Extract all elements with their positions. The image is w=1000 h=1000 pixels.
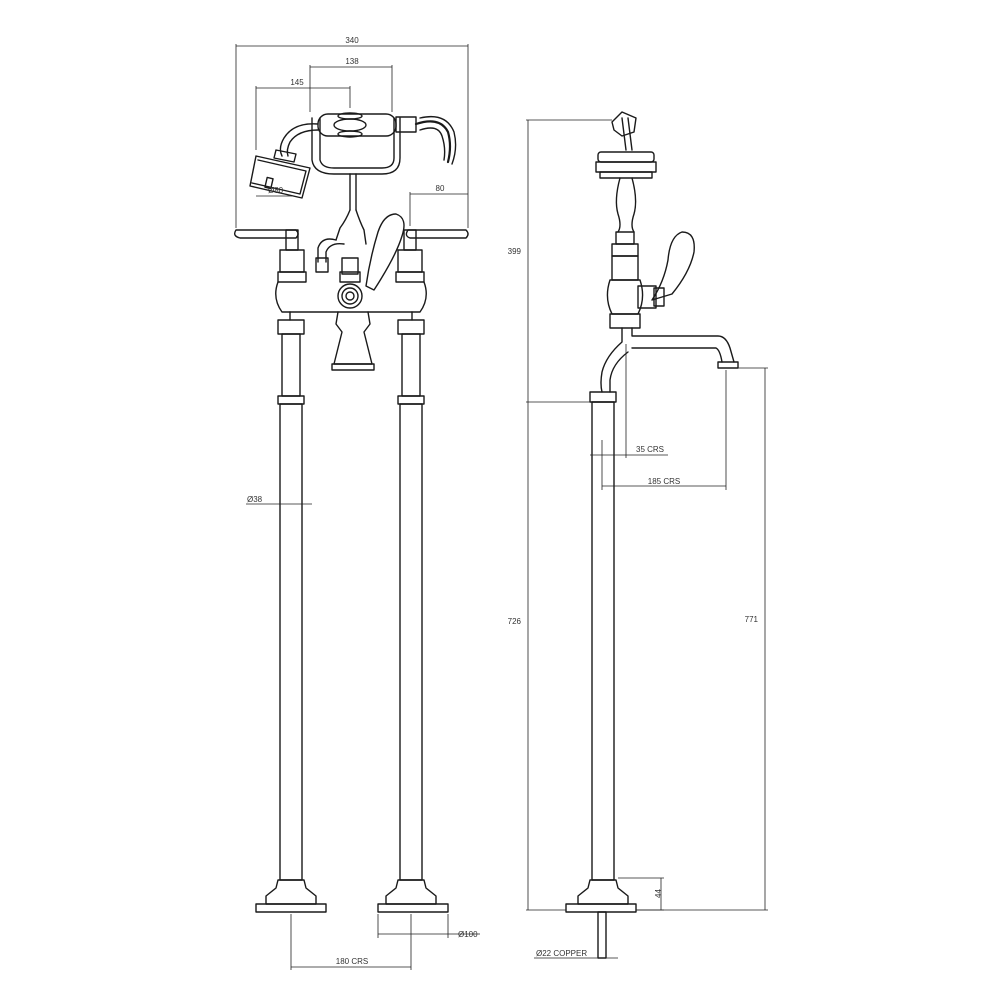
- left-leg: [255, 319, 327, 913]
- side-stem: [611, 177, 639, 257]
- side-body: [606, 255, 665, 329]
- dim-shower-head-reach: 145: [290, 78, 304, 87]
- dim-leg-centres: 180 CRS: [336, 957, 368, 966]
- dim-leg-height: 726: [508, 617, 522, 626]
- dim-supply-pipe: Ø22 COPPER: [536, 949, 587, 958]
- right-leg: [377, 319, 449, 913]
- dim-spout-reach: 185 CRS: [648, 477, 680, 486]
- diverter-stem: [315, 209, 367, 275]
- side-hose-connector: [611, 111, 637, 151]
- side-dimensions: [526, 119, 768, 959]
- side-spout: [600, 327, 739, 393]
- dim-shower-head-diameter: Ø80: [268, 186, 284, 195]
- dim-lever-length: 80: [436, 184, 445, 193]
- diverter-lever: [365, 213, 405, 291]
- dim-base-height: 44: [654, 889, 663, 898]
- shower-hose: [414, 115, 457, 165]
- dim-head-height: 399: [508, 247, 522, 256]
- dim-offset-centres: 35 CRS: [636, 445, 664, 454]
- diverter-knob: [337, 271, 363, 309]
- dim-overall-width: 340: [345, 36, 359, 45]
- dim-spout-height: 771: [745, 615, 759, 624]
- side-view: 399 726 771 35 CRS 185 CRS 44 Ø22 COPPER: [508, 111, 768, 959]
- shower-head: [249, 123, 319, 199]
- dim-base-diameter: Ø100: [458, 930, 478, 939]
- side-lever: [651, 231, 695, 301]
- front-dimensions: [235, 44, 480, 970]
- hot-valve: [233, 229, 307, 283]
- side-handset: [595, 151, 657, 179]
- front-view: 340 138 145 Ø80 80 Ø38 Ø100 180 CRS: [233, 36, 480, 970]
- handset-cradle: [311, 117, 401, 211]
- dim-handset-holder-width: 138: [345, 57, 359, 66]
- cold-valve: [395, 229, 469, 283]
- dim-leg-diameter: Ø38: [247, 495, 263, 504]
- side-leg: [565, 391, 637, 959]
- tap-body: [275, 281, 427, 371]
- shower-handset: [317, 112, 417, 138]
